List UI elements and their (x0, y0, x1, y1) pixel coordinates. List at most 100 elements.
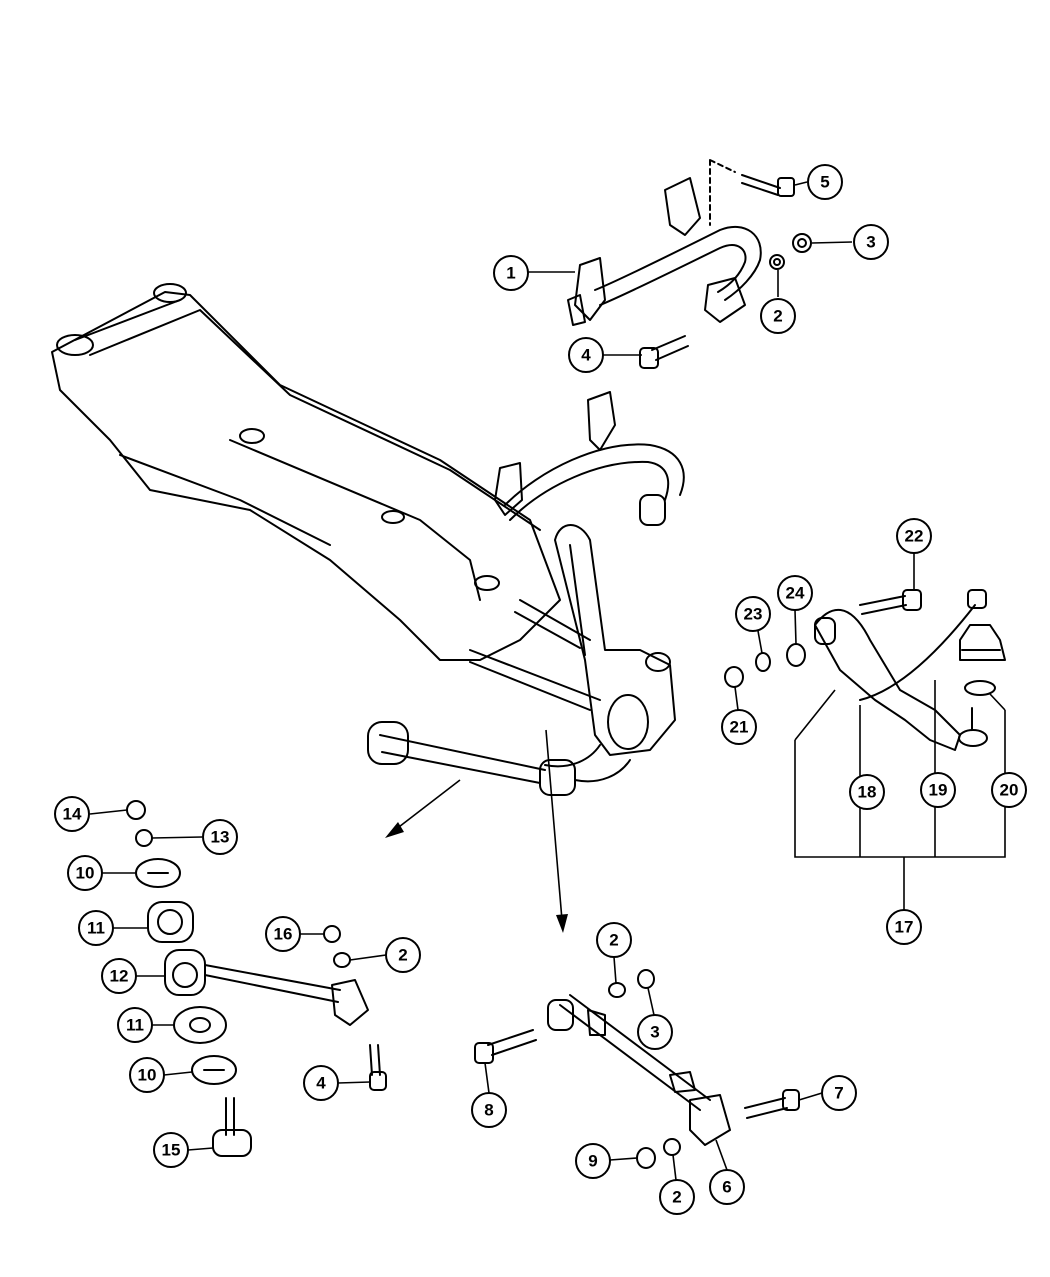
svg-text:6: 6 (722, 1178, 731, 1197)
svg-text:3: 3 (650, 1023, 659, 1042)
svg-text:11: 11 (87, 919, 105, 938)
nut-2-top (769, 254, 785, 270)
callout-11-bottom: 11 (117, 1007, 153, 1043)
svg-text:24: 24 (786, 584, 805, 603)
bolt-22 (859, 589, 922, 615)
callout-20: 20 (991, 772, 1027, 808)
svg-text:5: 5 (820, 173, 829, 192)
direction-arrows (385, 729, 568, 933)
callout-8: 8 (471, 1092, 507, 1128)
bushing-11-top (147, 901, 194, 943)
callout-2-bottom-top: 2 (596, 922, 632, 958)
svg-text:2: 2 (773, 307, 782, 326)
callout-2-top: 2 (760, 298, 796, 334)
callout-9: 9 (575, 1143, 611, 1179)
washer-23 (755, 652, 771, 672)
svg-text:21: 21 (730, 718, 749, 737)
assembled-links (367, 599, 631, 796)
washer-10-bottom (191, 1055, 237, 1085)
callout-22: 22 (896, 518, 932, 554)
callout-4-top: 4 (568, 337, 604, 373)
callout-2-bottom: 2 (659, 1179, 695, 1215)
washer-10-top (135, 858, 181, 888)
callout-5: 5 (807, 164, 843, 200)
callout-23: 23 (735, 596, 771, 632)
callout-1: 1 (493, 255, 529, 291)
snap-ring-20 (964, 680, 996, 696)
svg-text:13: 13 (211, 828, 230, 847)
upper-control-arm (814, 589, 987, 751)
svg-text:2: 2 (398, 946, 407, 965)
nut-16 (323, 925, 341, 943)
callout-16: 16 (265, 916, 301, 952)
svg-text:17: 17 (895, 918, 914, 937)
assembled-knuckle (554, 524, 676, 756)
svg-text:4: 4 (316, 1074, 326, 1093)
callout-12: 12 (101, 958, 137, 994)
svg-text:1: 1 (506, 264, 515, 283)
stabilizer-bar-assembly (567, 159, 762, 326)
callout-19: 19 (920, 772, 956, 808)
callout-13: 13 (202, 819, 238, 855)
svg-text:9: 9 (588, 1152, 597, 1171)
nut-14 (126, 800, 146, 820)
svg-text:8: 8 (484, 1101, 493, 1120)
callout-14: 14 (54, 796, 90, 832)
callout-24: 24 (777, 575, 813, 611)
svg-text:12: 12 (110, 967, 129, 986)
callout-15: 15 (153, 1132, 189, 1168)
bolt-8 (474, 1029, 537, 1064)
link-12 (164, 949, 369, 1026)
bushing-11-bottom (173, 1006, 227, 1044)
leader-lines (89, 181, 1006, 1181)
callouts: 1 2 3 4 5 14 13 10 11 12 11 10 15 16 2 4… (54, 164, 1027, 1215)
bolt-5 (741, 174, 795, 197)
callout-3-bottom: 3 (637, 1014, 673, 1050)
nut-3-top (792, 233, 812, 253)
callout-18: 18 (849, 774, 885, 810)
svg-text:15: 15 (162, 1141, 181, 1160)
svg-text:22: 22 (905, 527, 924, 546)
callout-10-top: 10 (67, 855, 103, 891)
svg-text:11: 11 (126, 1016, 144, 1035)
callout-11-top: 11 (78, 910, 114, 946)
callout-2-left: 2 (385, 937, 421, 973)
svg-text:23: 23 (744, 605, 763, 624)
svg-text:3: 3 (866, 233, 875, 252)
svg-text:14: 14 (63, 805, 82, 824)
bolt-4-top (639, 335, 689, 369)
callout-21: 21 (721, 709, 757, 745)
nut-2-bottom-top (608, 982, 626, 998)
callout-3-top: 3 (853, 224, 889, 260)
svg-text:10: 10 (76, 864, 95, 883)
svg-text:2: 2 (672, 1188, 681, 1207)
svg-text:10: 10 (138, 1066, 157, 1085)
assembled-stabilizer-bar (494, 391, 685, 526)
nut-21 (724, 666, 744, 688)
svg-text:18: 18 (858, 783, 877, 802)
callout-17: 17 (886, 909, 922, 945)
nut-2-left (333, 952, 351, 968)
nut-13 (135, 829, 153, 847)
svg-text:20: 20 (1000, 781, 1019, 800)
svg-text:7: 7 (834, 1084, 843, 1103)
bolt-4-left (369, 1044, 387, 1091)
nut-3-bottom (637, 969, 655, 989)
washer-24 (786, 643, 806, 667)
callout-7: 7 (821, 1075, 857, 1111)
callout-10-bottom: 10 (129, 1057, 165, 1093)
lateral-link-6 (547, 994, 731, 1146)
svg-text:2: 2 (609, 931, 618, 950)
nut-9 (636, 1147, 656, 1169)
svg-text:4: 4 (581, 346, 591, 365)
bolt-7 (744, 1089, 800, 1119)
svg-text:19: 19 (929, 781, 948, 800)
callout-4-left: 4 (303, 1065, 339, 1101)
bolt-15 (212, 1097, 252, 1157)
callout-6: 6 (709, 1169, 745, 1205)
svg-text:16: 16 (274, 925, 293, 944)
nut-2-bottom (663, 1138, 681, 1156)
ball-joint-stud (958, 707, 988, 747)
ball-joint-cap (959, 624, 1006, 661)
